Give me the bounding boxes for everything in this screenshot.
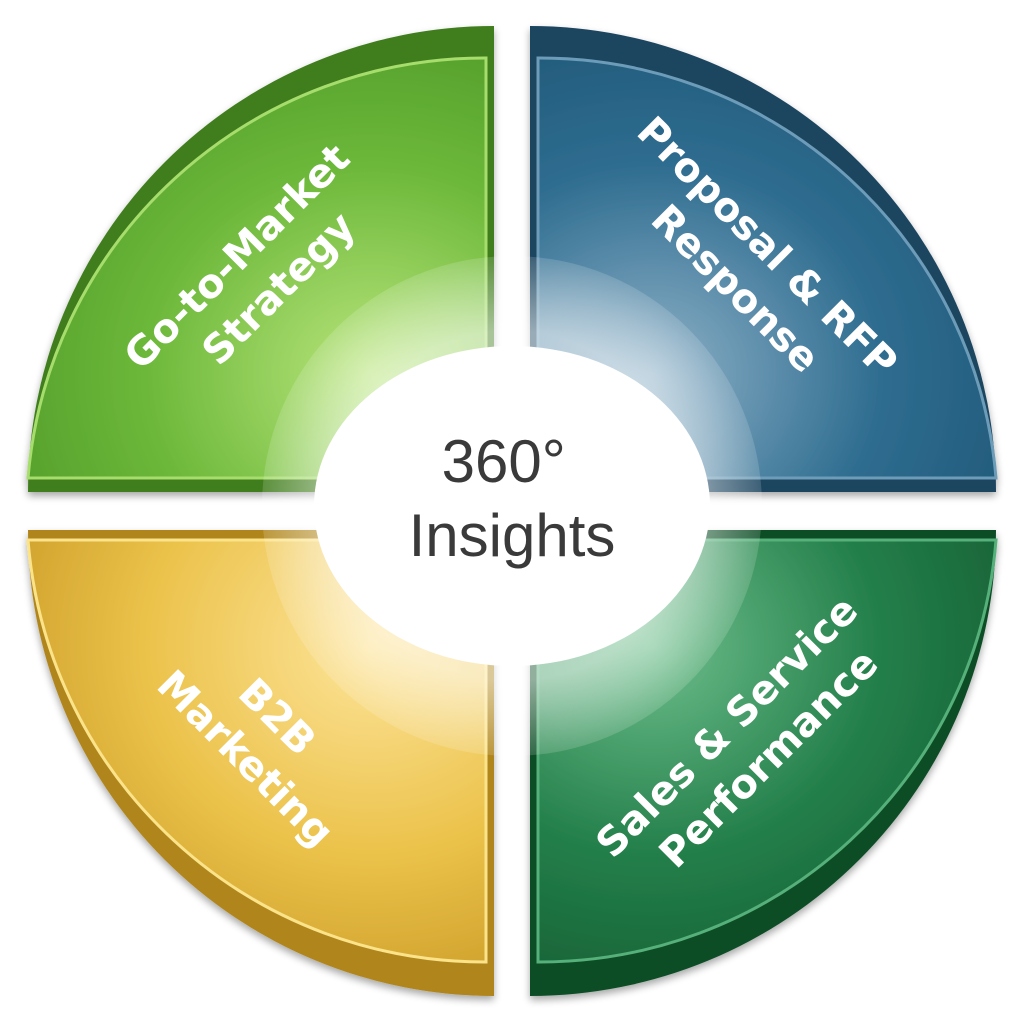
center-line2: Insights — [409, 502, 616, 569]
center-title: 360° Insights — [409, 428, 616, 569]
center-line1: 360° — [442, 428, 566, 495]
center-disc — [314, 346, 710, 666]
